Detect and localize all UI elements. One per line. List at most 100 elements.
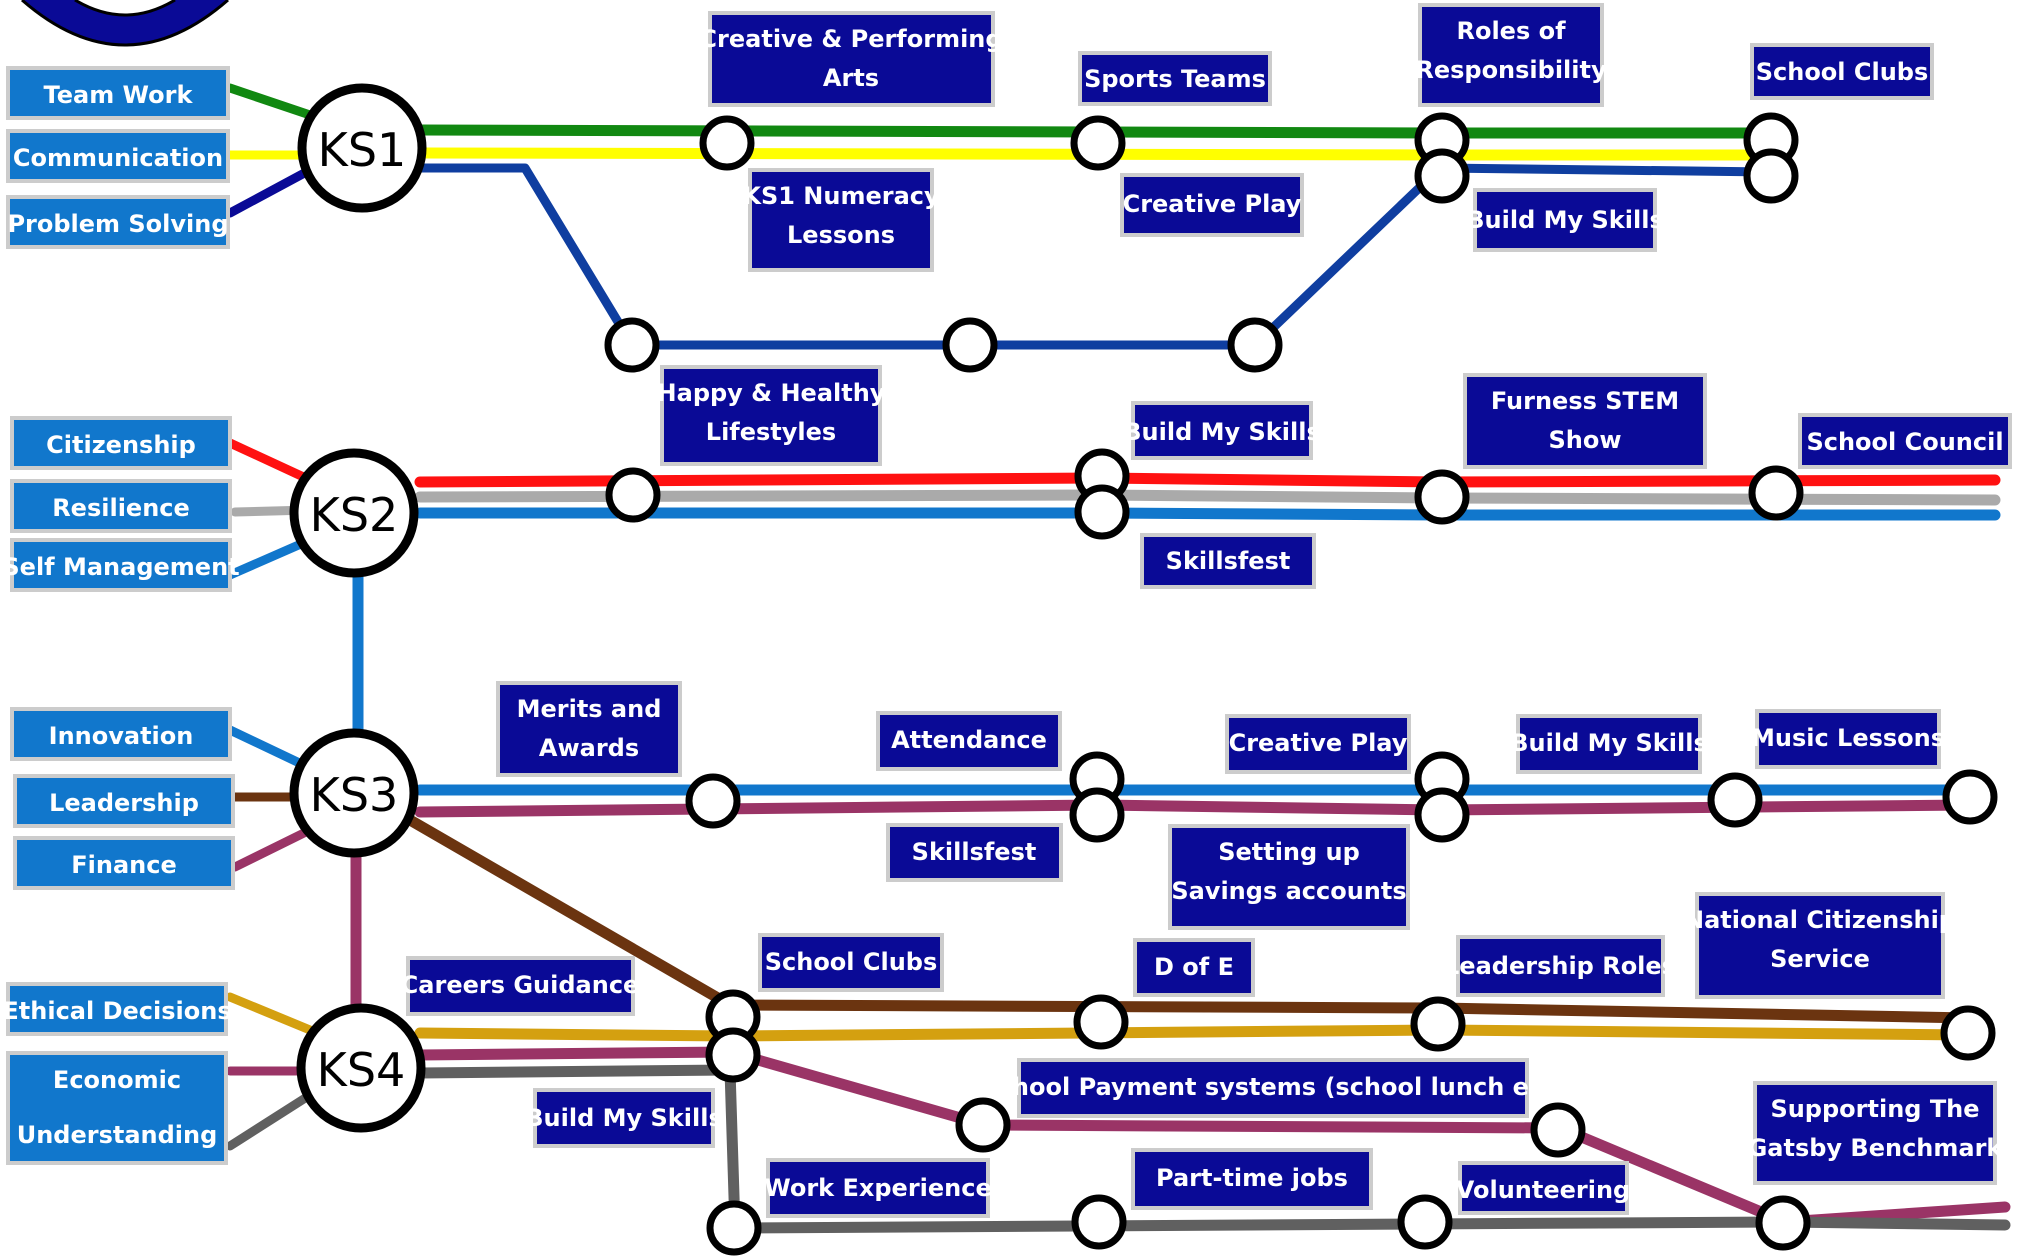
station-node [1743, 148, 1799, 204]
station-labels: Creative & Performing Arts Sports Teams … [401, 3, 2012, 1218]
skill-ethical-decisions: Ethical Decisions [2, 997, 231, 1025]
station-node [1414, 469, 1470, 525]
ks2-lightblue-line [414, 507, 2001, 521]
station-node [1755, 1195, 1811, 1251]
skill-understanding: Understanding [17, 1121, 218, 1149]
station-node [942, 317, 998, 373]
label-d-of-e: D of E [1154, 953, 1234, 981]
label-national-citizenship-1: National Citizenship [1684, 906, 1956, 934]
skill-leadership: Leadership [49, 789, 199, 817]
label-work-experience: Work Experience [764, 1174, 992, 1202]
route-lines [225, 83, 2011, 1234]
station-node [604, 317, 660, 373]
label-school-council: School Council [1806, 428, 2003, 456]
skill-communication: Communication [13, 144, 223, 172]
ks1-label: KS1 [318, 123, 407, 177]
finance-line [230, 825, 315, 872]
label-ks1-creative-play: Creative Play [1123, 190, 1302, 218]
station-node [1414, 148, 1470, 204]
ks1-hub [297, 83, 427, 213]
skill-citizenship: Citizenship [46, 431, 196, 459]
station-node [1530, 1102, 1586, 1158]
label-ks4-build-my-skills: Build My Skills [525, 1104, 722, 1132]
label-leadership-roles: Leadership Roles [1444, 952, 1676, 980]
team-work-line [225, 83, 315, 120]
station-node [955, 1097, 1011, 1153]
label-ks1-build-my-skills: Build My Skills [1466, 206, 1663, 234]
station-node [1071, 1194, 1127, 1250]
station-node [1070, 115, 1126, 171]
label-savings-accounts-1: Setting up [1218, 838, 1360, 866]
label-attendance: Attendance [891, 726, 1047, 754]
station-node [706, 1200, 762, 1256]
logo-fragment [21, 0, 229, 47]
label-creative-performing-arts-2: Arts [823, 64, 879, 92]
label-ks2-build-my-skills: Build My Skills [1123, 418, 1320, 446]
self-management-line [225, 535, 315, 580]
skill-finance: Finance [71, 851, 177, 879]
ks3-purple-line [414, 799, 1976, 818]
station-node [699, 115, 755, 171]
ks4-label: KS4 [317, 1043, 406, 1097]
label-volunteering: Volunteering [1456, 1176, 1631, 1204]
problem-solving-line [225, 165, 315, 218]
skill-team-work: Team Work [44, 81, 194, 109]
label-ks1-numeracy-2: Lessons [787, 221, 895, 249]
skill-self-management: Self Management [2, 553, 239, 581]
ks4-hub [296, 1003, 426, 1133]
station-node [685, 773, 741, 829]
station-node [605, 467, 661, 523]
skill-resilience: Resilience [52, 494, 190, 522]
label-gatsby-2: Gatsby Benchmark [1748, 1134, 2004, 1162]
label-creative-performing-arts-1: Creative & Performing [699, 25, 1002, 53]
label-part-time-jobs: Part-time jobs [1156, 1164, 1348, 1192]
skill-problem-solving: Problem Solving [7, 210, 228, 238]
ks2-hub [289, 448, 419, 578]
ks3-label: KS3 [310, 768, 399, 822]
label-school-payment: School Payment systems (school lunch etc… [980, 1073, 1565, 1101]
label-merits-awards-1: Merits and [517, 695, 662, 723]
label-ks2-skillsfest: Skillsfest [1166, 547, 1291, 575]
label-ks3-skillsfest: Skillsfest [912, 838, 1037, 866]
label-furness-stem-2: Show [1548, 426, 1621, 454]
ks4-gold-line [414, 1024, 1976, 1042]
station-node [1942, 769, 1998, 825]
stations [604, 112, 1998, 1256]
ks2-red-line [414, 472, 2001, 488]
station-node [1707, 772, 1763, 828]
label-savings-accounts-2: Savings accounts [1171, 877, 1406, 905]
label-careers-guidance: Careers Guidance [401, 971, 640, 999]
citizenship-line [225, 438, 315, 485]
label-ks1-numeracy-1: KS1 Numeracy [742, 182, 940, 210]
label-roles-of-responsibility-1: Roles of [1456, 17, 1566, 45]
station-node [1410, 996, 1466, 1052]
label-ks3-creative-play: Creative Play [1229, 729, 1408, 757]
skill-economic: Economic [53, 1066, 181, 1094]
station-node [1074, 484, 1130, 540]
label-furness-stem-1: Furness STEM [1491, 387, 1679, 415]
station-node [1069, 787, 1125, 843]
skill-labels: Team Work Communication Problem Solving … [2, 66, 240, 1165]
label-gatsby-1: Supporting The [1770, 1095, 1979, 1123]
station-node [1414, 787, 1470, 843]
ks3-hub [289, 728, 419, 858]
label-ks3-build-my-skills: Build My Skills [1510, 729, 1707, 757]
label-ks4-school-clubs: School Clubs [765, 948, 938, 976]
label-sports-teams: Sports Teams [1084, 65, 1266, 93]
station-node [1073, 994, 1129, 1050]
station-node [1227, 317, 1283, 373]
station-node [705, 1027, 761, 1083]
station-node [1748, 465, 1804, 521]
station-node [1940, 1005, 1996, 1061]
label-happy-healthy-2: Lifestyles [706, 418, 836, 446]
ks2-grey-line [414, 489, 2001, 506]
label-merits-awards-2: Awards [539, 734, 639, 762]
ethical-decisions-line [225, 992, 315, 1035]
label-national-citizenship-2: Service [1770, 945, 1870, 973]
key-stage-hubs: KS1 KS2 KS3 KS4 [289, 83, 427, 1133]
innovation-line [225, 725, 315, 773]
label-music-lessons: Music Lessons [1751, 724, 1945, 752]
understanding-line [225, 1090, 315, 1151]
label-ks1-school-clubs: School Clubs [1756, 58, 1929, 86]
